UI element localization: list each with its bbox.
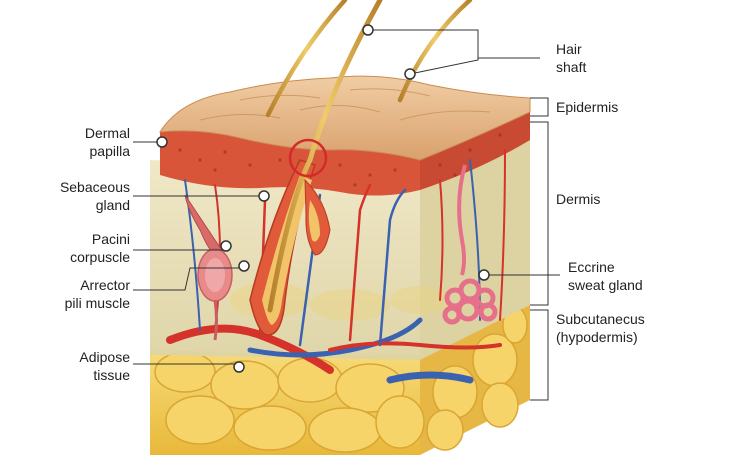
blood-vessels <box>166 149 506 384</box>
label-adipose-tissue: Adipose tissue <box>79 349 130 383</box>
label-sebaceous-gland: Sebaceous gland <box>59 179 130 213</box>
label-eccrine-sweat-gland: Eccrine sweat gland <box>568 259 643 293</box>
hair-shafts <box>265 0 473 313</box>
leader-dots <box>156 24 490 373</box>
label-epidermis: Epidermis <box>556 99 619 115</box>
label-subcutaneous: Subcutanecus (hypodermis) <box>556 311 645 345</box>
label-dermis: Dermis <box>556 191 601 207</box>
leader-lines <box>133 29 560 401</box>
label-dermal-papilla: Dermal papilla <box>84 125 130 159</box>
subcutaneous-layer <box>150 300 530 455</box>
eccrine-sweat-gland-shape <box>442 164 498 325</box>
label-arrector-pili-muscle: Arrector pili muscle <box>64 277 130 311</box>
follicle-highlight-circle <box>288 138 328 178</box>
label-pacini-corpuscle: Pacini corpuscle <box>70 231 130 265</box>
label-hair-shaft: Hair shaft <box>556 41 587 75</box>
pacini-corpuscle-shape <box>197 248 233 341</box>
